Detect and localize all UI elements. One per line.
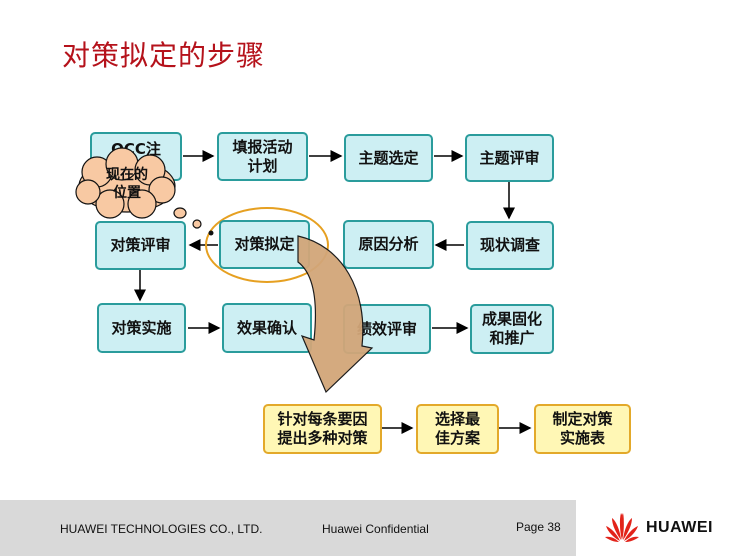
step-standardize: 成果固化 和推广: [470, 304, 554, 354]
step-topic-select: 主题选定: [344, 134, 433, 182]
footer-logo-area: [576, 500, 739, 556]
step-status-survey: 现状调查: [466, 221, 554, 270]
step-implement-label: 对策实施: [111, 318, 172, 337]
huawei-logo-icon: [605, 513, 639, 542]
slide-title: 对策拟定的步骤: [62, 39, 266, 72]
step-topic-select-label: 主题选定: [358, 148, 419, 167]
footer-company: HUAWEI TECHNOLOGIES CO., LTD.: [60, 522, 263, 536]
current-step-highlight: [205, 207, 329, 283]
step-performance-review-label: 绩效评审: [356, 319, 417, 338]
footer-confidential: Huawei Confidential: [322, 522, 429, 536]
step-status-survey-label: 现状调查: [479, 236, 540, 254]
footer-brand: HUAWEI: [646, 519, 713, 536]
detail-step-propose: 针对每条要因 提出多种对策: [263, 404, 382, 454]
detail-step-plan-table-label: 制定对策 实施表: [552, 410, 613, 447]
step-topic-review: 主题评审: [465, 134, 554, 182]
step-measure-draft-label: 对策拟定: [234, 235, 295, 253]
detail-step-propose-label: 针对每条要因 提出多种对策: [277, 410, 368, 447]
footer: HUAWEI TECHNOLOGIES CO., LTD. Huawei Con…: [0, 500, 739, 556]
step-implement: 对策实施: [97, 303, 186, 353]
step-effect-confirm-label: 效果确认: [236, 318, 297, 337]
step-plan-label: 填报活动 计划: [232, 137, 293, 175]
detail-step-select: 选择最 佳方案: [416, 404, 499, 454]
callout-current-position: 现在的 位置: [106, 167, 148, 201]
step-plan: 填报活动 计划: [217, 132, 308, 181]
step-standardize-label: 成果固化 和推广: [481, 310, 542, 347]
footer-page-number: Page 38: [516, 520, 561, 534]
step-measure-review-label: 对策评审: [110, 236, 171, 254]
detail-step-select-label: 选择最 佳方案: [434, 410, 480, 447]
step-cause-analysis: 原因分析: [343, 220, 434, 269]
step-effect-confirm: 效果确认: [222, 303, 312, 353]
step-cause-analysis-label: 原因分析: [358, 235, 419, 253]
step-topic-review-label: 主题评审: [479, 148, 540, 167]
detail-step-plan-table: 制定对策 实施表: [534, 404, 631, 454]
step-measure-review: 对策评审: [95, 221, 186, 270]
